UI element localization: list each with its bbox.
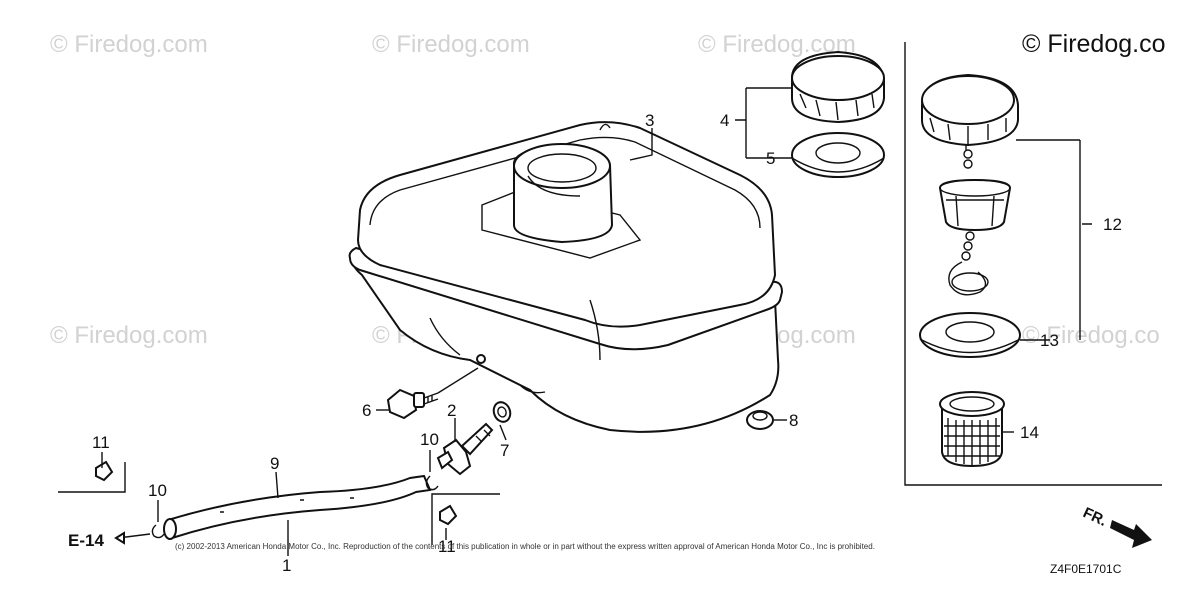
callout-14: 14 (1020, 423, 1039, 442)
washer (492, 401, 512, 423)
callout-2: 2 (447, 401, 456, 420)
callout-3: 3 (645, 111, 654, 130)
watermark: © Firedog.com (50, 31, 208, 58)
callout-7: 7 (500, 441, 509, 460)
callout-8: 8 (789, 411, 798, 430)
tube-clip (151, 475, 439, 539)
fuel-tube (163, 474, 432, 540)
callout-1: 1 (282, 556, 291, 575)
callout-13: 13 (1040, 331, 1059, 350)
inset-frame (904, 42, 1162, 486)
grommet (746, 410, 774, 430)
fuel-tank (348, 121, 784, 433)
inset-gasket (919, 312, 1021, 358)
callout-11: 11 (92, 433, 110, 452)
leader-lines (101, 87, 1092, 556)
clip-holder (58, 460, 126, 493)
front-direction-label: FR. (1080, 504, 1109, 530)
fuel-cap-gasket (791, 132, 885, 178)
copyright-notice: (c) 2002-2013 American Honda Motor Co., … (175, 542, 875, 551)
watermark-top-right: © Firedog.co (1022, 30, 1165, 58)
front-direction-arrow: FR. (1080, 504, 1152, 548)
callout-4: 4 (720, 111, 729, 130)
fuel-valve (436, 422, 494, 476)
fuel-strainer (939, 391, 1005, 468)
callout-9: 9 (270, 454, 279, 473)
watermark: © Firedog.com (372, 31, 530, 58)
callout-11: 11 (438, 537, 456, 556)
callout-6: 6 (362, 401, 371, 420)
fuel-cap-with-chain (921, 73, 1019, 296)
callout-10: 10 (148, 481, 167, 500)
watermark: © Firedog.com (50, 322, 208, 349)
drain-bolt (386, 388, 439, 420)
callout-12: 12 (1103, 215, 1122, 234)
fuel-cap (791, 50, 885, 124)
callout-5: 5 (766, 149, 775, 168)
clip-holder (431, 493, 500, 545)
callout-10: 10 (420, 430, 439, 449)
reference-label: E-14 (68, 531, 104, 550)
watermark: © Firedog.co (1022, 322, 1160, 349)
diagram-code: Z4F0E1701C (1050, 562, 1122, 576)
